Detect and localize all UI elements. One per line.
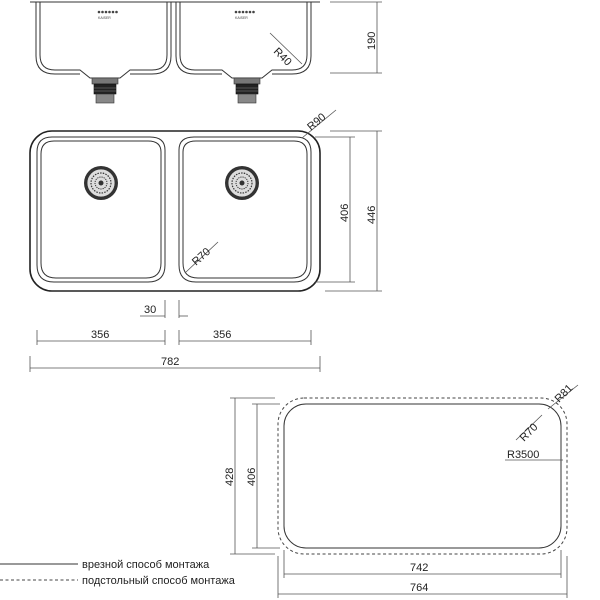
- r90-leader: [301, 109, 337, 139]
- dim-190-label: 190: [366, 32, 378, 50]
- right-drain-side: [233, 77, 261, 104]
- dim-428-label: 428: [224, 468, 236, 486]
- dim-764-label: 764: [410, 582, 428, 594]
- r90-label: R90: [305, 111, 328, 133]
- r70-leader: [185, 241, 219, 273]
- left-brand-logo: KAISER: [97, 10, 118, 20]
- dim-446-label: 446: [366, 206, 378, 224]
- right-brand-text: KAISER: [235, 16, 248, 20]
- dim-406c-label: 406: [246, 468, 258, 486]
- legend-dashed-label: подстольный способ монтажа: [82, 575, 236, 587]
- r81-label: R81: [553, 382, 576, 405]
- left-bowl: [36, 136, 166, 283]
- r40-leader: [269, 32, 303, 65]
- r70-cutout-label: R70: [518, 421, 541, 444]
- dim-782-label: 782: [161, 356, 179, 368]
- left-drain-top: [84, 166, 118, 200]
- left-bowl-outer-profile: [35, 2, 80, 75]
- right-bowl: [178, 136, 312, 283]
- dim-30-label: 30: [144, 304, 156, 316]
- right-brand-logo: KAISER: [234, 10, 255, 20]
- cutout-template: R81 R70 R3500 428 406 742 764: [224, 382, 579, 598]
- r81-leader: [547, 384, 579, 410]
- r40-label: R40: [271, 46, 294, 69]
- cutout-dashed-outline: [277, 397, 568, 555]
- top-view: R90 R70 406 446 30 356 356 782: [29, 109, 382, 372]
- dim-356-right-label: 356: [213, 329, 231, 341]
- legend: врезной способ монтажа подстольный спосо…: [0, 559, 236, 587]
- left-bowl-inner: [40, 140, 162, 279]
- dim-406-label: 406: [339, 204, 351, 222]
- side-view: KAISER KAISER R40 190: [30, 1, 382, 104]
- right-bowl-outer-profile-right: [272, 2, 312, 75]
- dim-356-left-label: 356: [91, 329, 109, 341]
- left-bowl-outer-profile-right: [130, 2, 172, 75]
- right-bowl-inner: [182, 140, 308, 279]
- right-drain-top: [225, 166, 259, 200]
- left-bowl-profile: [39, 2, 168, 79]
- cutout-solid-outline: [283, 403, 562, 549]
- r3500-label: R3500: [507, 449, 539, 461]
- right-bowl-outer-profile: [175, 2, 222, 75]
- dim-742-label: 742: [410, 562, 428, 574]
- left-drain-side: [91, 77, 119, 104]
- top-view-outer-rim: [29, 130, 321, 292]
- right-bowl-profile: [179, 2, 308, 79]
- r70-cutout-leader: [515, 414, 543, 441]
- legend-solid-label: врезной способ монтажа: [82, 559, 210, 571]
- left-brand-text: KAISER: [98, 16, 111, 20]
